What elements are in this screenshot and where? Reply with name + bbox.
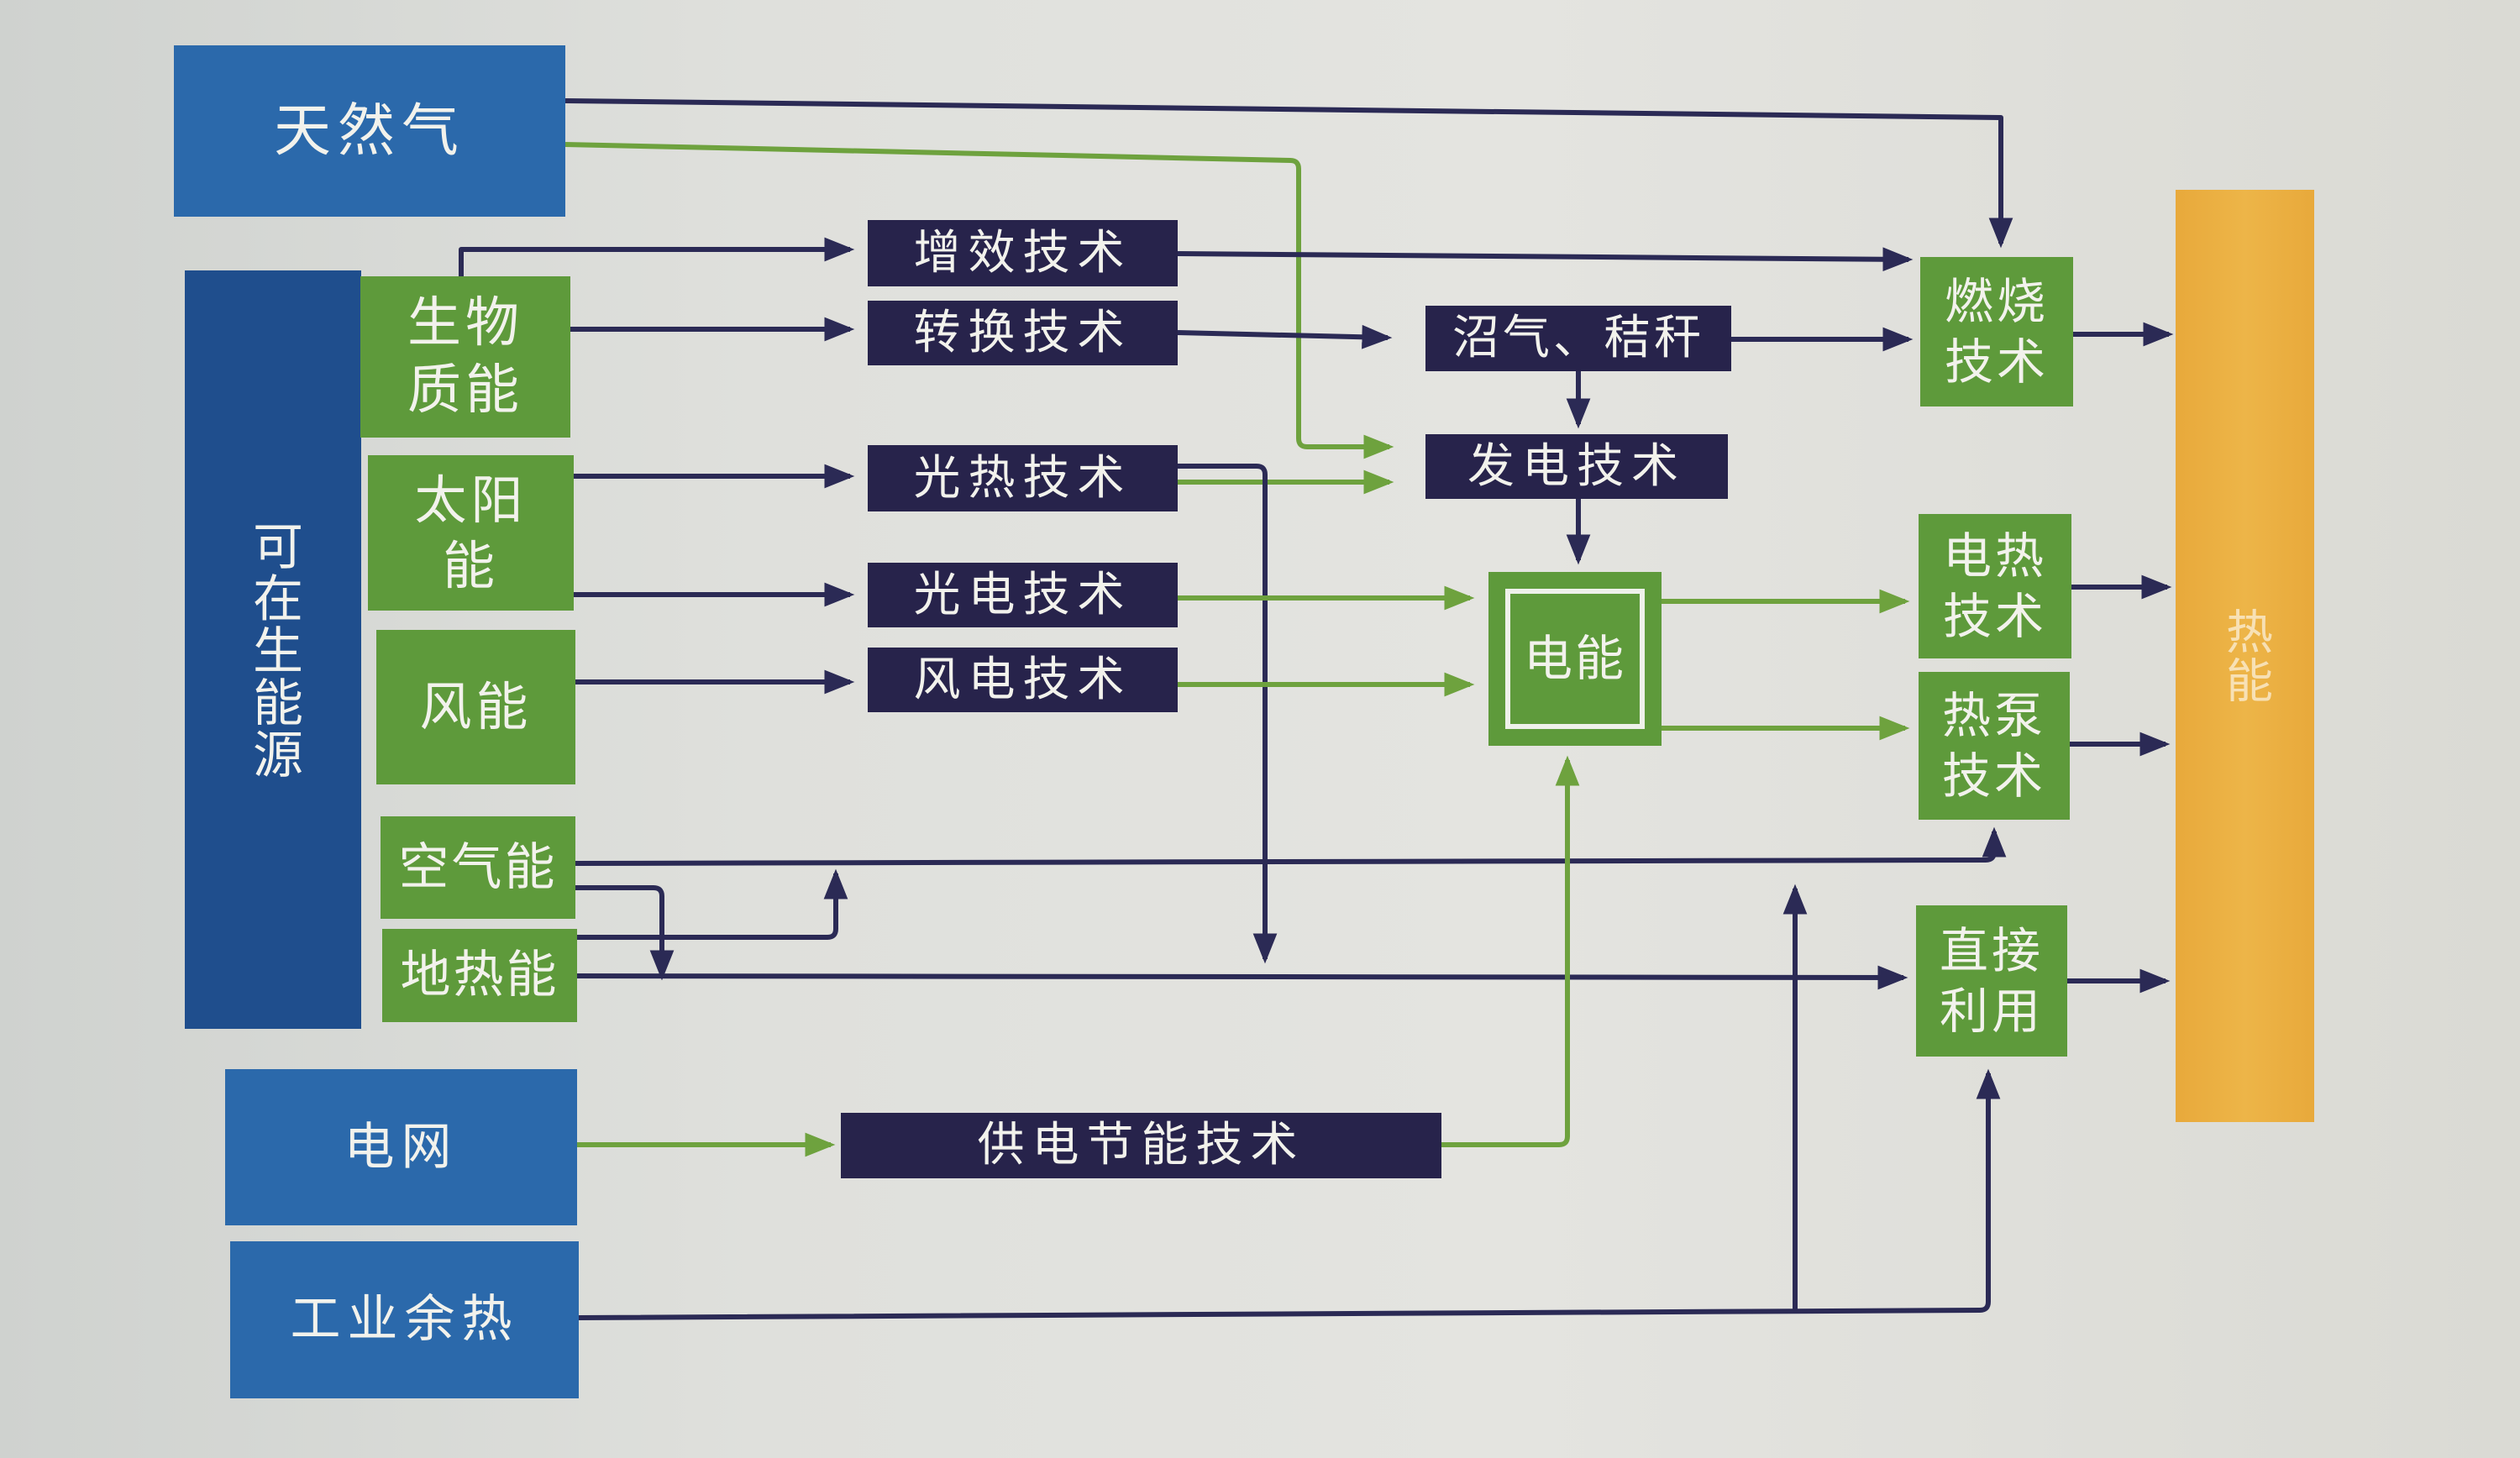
arrow-solar-thermal-down xyxy=(1178,464,1278,964)
arrow-geothermal-to-direct-use xyxy=(576,965,1908,990)
arrow-air-to-heat-pump xyxy=(575,826,2007,866)
heat-pump-tech-node: 热泵 技术 xyxy=(1919,672,2070,820)
arrow-industrial-heat-to-direct-use xyxy=(578,1068,2001,1320)
solar-label-line-1: 太阳 xyxy=(414,469,528,531)
grid-label: 电网 xyxy=(344,1117,459,1177)
natural-gas-label: 天然气 xyxy=(273,97,465,165)
heat-energy-label: 热能 xyxy=(2218,607,2273,705)
air-energy-label: 空气能 xyxy=(398,837,558,897)
arrow-geothermal-up xyxy=(577,868,848,940)
arrow-natural-gas-to-power-generation xyxy=(564,142,1394,459)
electric-heating-label-line-1: 电热 xyxy=(1942,527,2047,585)
photovoltaic-tech-label: 光电技术 xyxy=(913,567,1132,622)
biomass-node: 生物 质能 xyxy=(360,276,570,438)
industrial-waste-heat-node: 工业余热 xyxy=(230,1241,579,1398)
combustion-tech-node: 燃烧 技术 xyxy=(1920,257,2073,406)
conversion-tech-label: 转换技术 xyxy=(913,305,1132,360)
electric-heating-label-line-2: 技术 xyxy=(1942,588,2047,645)
biomass-label-line-2: 质能 xyxy=(407,359,523,422)
electricity-node: 电能 xyxy=(1488,572,1662,746)
renewable-energy-node: 可在生能源 xyxy=(185,270,361,1029)
combustion-label-line-2: 技术 xyxy=(1944,333,2049,391)
direct-use-label-line-2: 利用 xyxy=(1939,983,2044,1040)
power-saving-tech-node: 供电节能技术 xyxy=(841,1113,1441,1178)
heat-pump-label-line-2: 技术 xyxy=(1941,747,2046,805)
efficiency-tech-label: 增效技术 xyxy=(913,225,1132,281)
geothermal-node: 地热能 xyxy=(382,929,577,1022)
biomass-label-line-1: 生物 xyxy=(407,292,523,354)
heat-energy-node: 热能 xyxy=(2176,190,2314,1122)
industrial-waste-heat-label: 工业余热 xyxy=(290,1290,519,1349)
biogas-straw-label: 沼气、秸秆 xyxy=(1452,311,1704,365)
wind-power-tech-node: 风电技术 xyxy=(868,648,1178,712)
electricity-label: 电能 xyxy=(1523,630,1626,688)
air-energy-node: 空气能 xyxy=(381,816,575,919)
solar-node: 太阳 能 xyxy=(368,455,574,611)
solar-thermal-tech-label: 光热技术 xyxy=(913,450,1132,506)
arrow-power-saving-to-electricity xyxy=(1441,755,1580,1147)
power-saving-tech-label: 供电节能技术 xyxy=(977,1118,1305,1172)
arrow-natural-gas-to-combustion xyxy=(564,98,2013,249)
electricity-frame: 电能 xyxy=(1505,589,1645,729)
arrow-air-down xyxy=(575,885,675,981)
power-generation-tech-label: 发电技术 xyxy=(1467,438,1686,494)
direct-use-label-line-1: 直接 xyxy=(1939,921,2044,979)
arrow-efficiency-to-combustion xyxy=(1177,247,1914,272)
wind-power-tech-label: 风电技术 xyxy=(913,652,1132,707)
grid-node: 电网 xyxy=(225,1069,577,1225)
natural-gas-node: 天然气 xyxy=(174,45,565,217)
efficiency-tech-node: 增效技术 xyxy=(868,220,1178,286)
heat-pump-label-line-1: 热泵 xyxy=(1941,686,2046,744)
photovoltaic-tech-node: 光电技术 xyxy=(868,563,1178,627)
geothermal-label: 地热能 xyxy=(400,946,559,1004)
arrow-conversion-to-biogas xyxy=(1177,324,1393,349)
wind-node: 风能 xyxy=(376,630,575,784)
solar-label-line-2: 能 xyxy=(442,534,499,596)
combustion-label-line-1: 燃烧 xyxy=(1944,272,2049,330)
direct-use-node: 直接 利用 xyxy=(1916,905,2067,1057)
biogas-straw-node: 沼气、秸秆 xyxy=(1425,306,1731,371)
power-generation-tech-node: 发电技术 xyxy=(1425,434,1728,499)
arrow-biomass-to-efficiency xyxy=(459,237,855,276)
conversion-tech-node: 转换技术 xyxy=(868,301,1178,365)
electric-heating-tech-node: 电热 技术 xyxy=(1919,514,2071,658)
solar-thermal-tech-node: 光热技术 xyxy=(868,445,1178,511)
wind-label: 风能 xyxy=(419,676,533,738)
renewable-energy-label: 可在生能源 xyxy=(244,519,303,780)
